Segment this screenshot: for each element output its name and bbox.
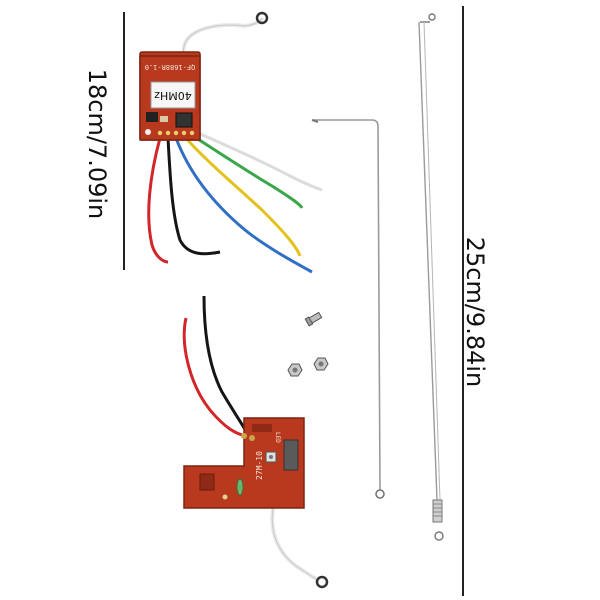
transmitter-assembly: 27M-10 LED [182,295,329,589]
long-antenna-spring [432,499,443,523]
receiver-model-text: QF-1688R-1.0 [145,63,196,71]
long-antenna-bottom-ring [434,531,444,541]
receiver-yellow-wire [182,135,302,257]
receiver-antenna-ring [255,11,269,25]
long-antenna-top-ring [428,13,436,21]
short-antenna [311,119,385,499]
transmitter-led [236,478,244,496]
transmitter-led-text: LED [274,432,281,443]
transmitter-antenna-ring [315,575,329,589]
receiver-frequency-label [150,81,196,109]
transmitter-frequency-text: 27M-10 [255,451,264,480]
transmitter-white-wire [270,497,319,582]
receiver-length-label: 18cm/7.09in [83,68,111,220]
nut-right [313,357,329,371]
receiver-black-wire [166,137,221,256]
receiver-green-wire [189,132,304,209]
short-antenna-ring [375,489,385,499]
transmitter-black-wire [202,295,252,439]
receiver-chip [146,112,158,122]
transmitter-red-wire [182,317,247,438]
receiver-white-wire-2 [195,130,323,192]
receiver-red-wire [147,137,169,264]
screw [304,311,323,327]
receiver-blue-wire [174,137,313,274]
long-antenna [418,13,444,541]
antenna-length-label: 25cm/9.84in [461,236,489,388]
receiver-assembly: 40MHz QF-1688R-1.0 [139,11,323,274]
receiver-frequency-text: 40MHz [154,89,192,102]
nut-left [287,363,303,377]
screws [287,311,329,377]
